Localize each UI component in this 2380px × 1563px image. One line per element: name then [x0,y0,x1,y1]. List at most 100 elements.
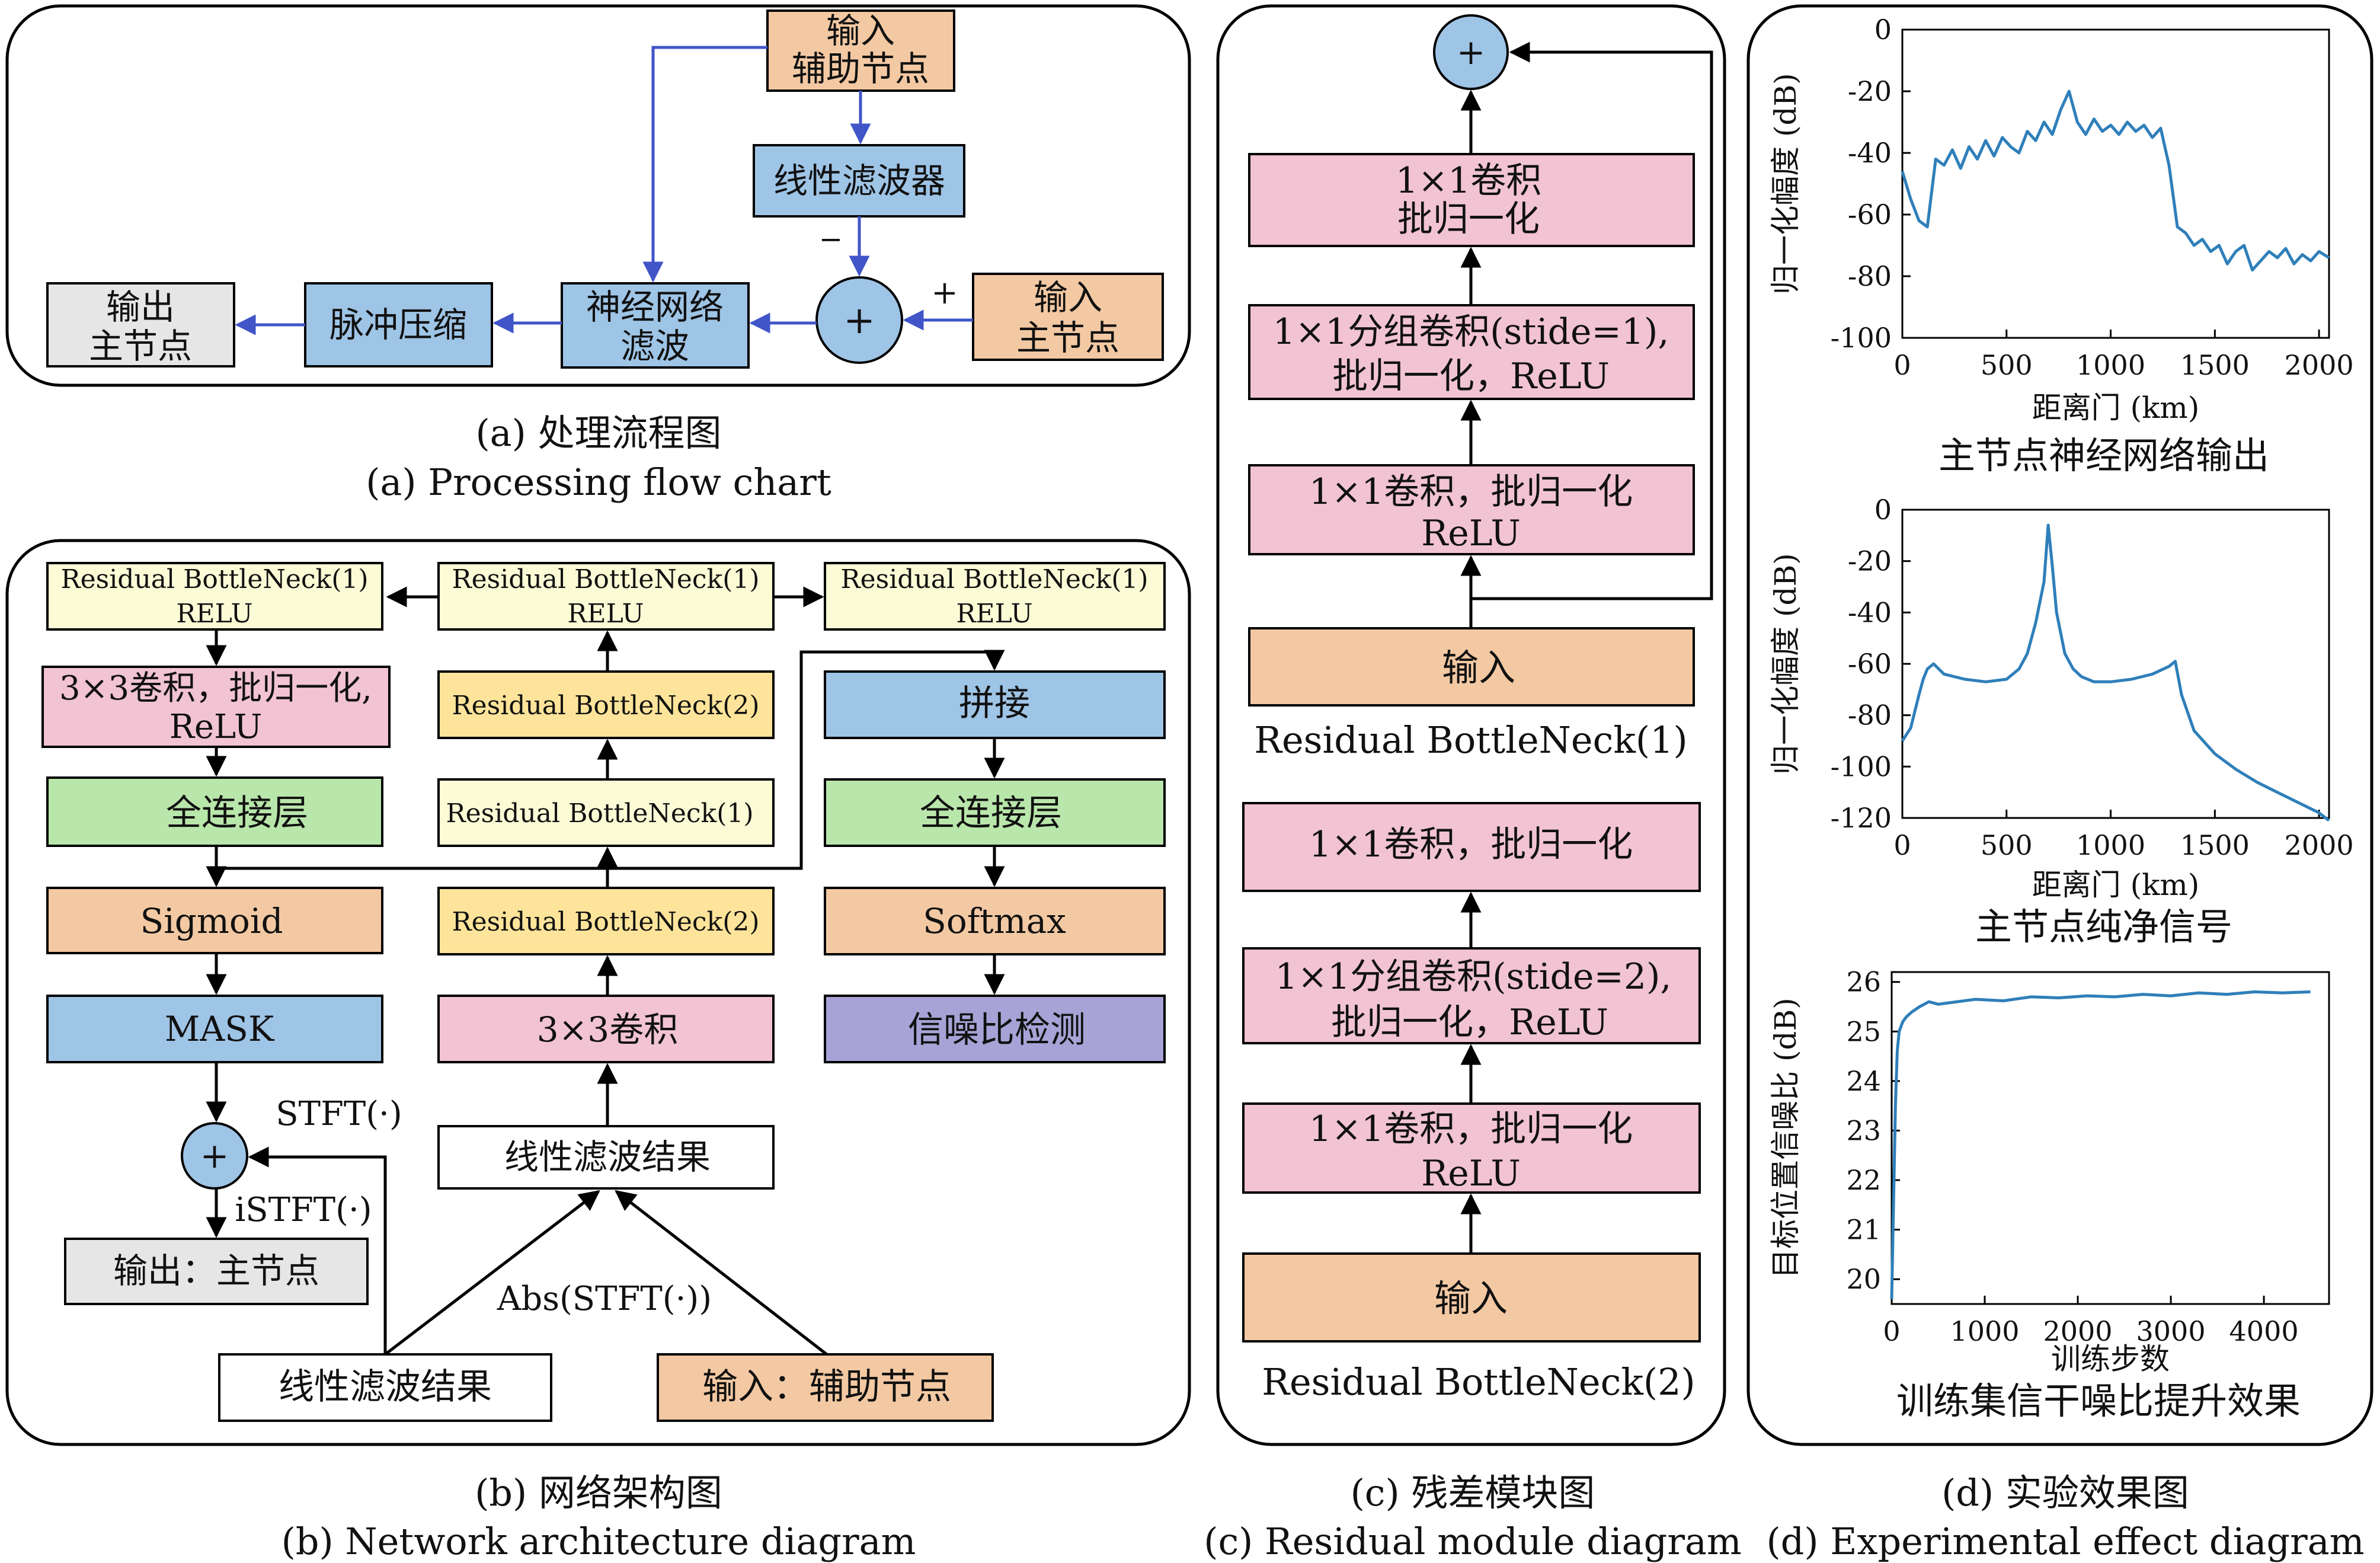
chart-1-xtick-label: 0 [1893,829,1911,861]
input-aux-node-label-2: 辅助节点 [792,49,929,89]
b-col3-softmax-box [824,887,1166,955]
chart-1-ytick-label: -80 [1848,699,1892,731]
b-bottom-input-aux-label: 输入：辅助节点 [702,1366,951,1408]
chart-2-series-line [1890,990,2311,1299]
chart-2-ytick-label: 22 [1846,1164,1881,1196]
c-rb1-conv-bn-label-2: 批归一化 [1397,199,1540,240]
chart-1-xtick-label: 500 [1981,829,2033,861]
panel-a-frame [5,4,1191,387]
chart-2-ytick-label: 23 [1846,1114,1881,1146]
b-col1-rb1-relu-label-1: Residual BottleNeck(1) [60,564,368,594]
c-rb2-input-label: 输入 [1434,1277,1508,1320]
chart-2-xtick-label: 0 [1883,1315,1900,1347]
chart-0-xtick-label: 1500 [2180,349,2250,381]
chart-0-ytick-label: -60 [1848,199,1892,231]
c-rb2-conv-bn-relu-box [1242,1102,1701,1194]
chart-0-series-line [1901,90,2330,272]
c-rb1-group-conv-label-1: 1×1分组卷积(stide=1), [1273,311,1669,353]
c-rb1-conv-bn-relu-label-2: ReLU [1421,513,1521,554]
c-edge-rb1-skip-connection [1471,41,1713,600]
b-col2-rb1-mid-box [437,778,775,847]
b-col1-rb1-relu-label-2: RELU [176,599,252,629]
chart-0-ytick-label: -20 [1848,75,1892,107]
panel-b: Residual BottleNeck(1) RELU 3×3卷积，批归一化, … [5,539,1191,1563]
chart-0-xtick-label: 1000 [2076,349,2145,381]
b-sum-node-symbol: + [200,1136,229,1176]
panel-a: 输入 辅助节点 线性滤波器 + − + 输入 主节点 神经网络 滤波 脉冲压缩 … [5,4,1191,504]
b-col3-rb1-relu-box [824,562,1166,631]
b-edge-split-to-col3-concat [607,650,1005,870]
b-col1-mask-label: MASK [165,1009,275,1049]
b-col3-concat-label: 拼接 [959,683,1030,724]
b-col1-sigmoid-label: Sigmoid [140,901,283,941]
b-col1-fc-label: 全连接层 [166,792,308,834]
chart-2-ytick-label: 25 [1846,1015,1881,1047]
c-rb2-group-conv-label-1: 1×1分组卷积(stide=2), [1275,956,1672,998]
chart-2-ytick-label: 24 [1846,1065,1881,1097]
pulse-compress-label: 脉冲压缩 [330,305,467,345]
edge-aux-to-nn-filter [642,46,767,283]
chart-0-xtick-label: 0 [1893,349,1911,381]
b-abs-stft-label: Abs(STFT(·)) [497,1280,712,1318]
chart-1-ylabel: 归一化幅度 (dB) [1768,553,1803,775]
chart-1-xtick-label: 1500 [2180,829,2250,861]
caption-d-en: (d) Experimental effect diagram [1766,1520,2364,1563]
c-rb2-conv-bn-relu-label-2: ReLU [1421,1153,1521,1194]
caption-b-en: (b) Network architecture diagram [281,1520,916,1563]
chart-2-xlabel: 训练步数 [2051,1342,2170,1376]
b-stft-label: STFT(·) [276,1095,402,1133]
c-rb2-conv-bn-label: 1×1卷积，批归一化 [1309,824,1633,865]
chart-2-ytick-label: 26 [1846,966,1881,998]
chart-1-ytick-label: -60 [1848,648,1892,680]
chart-2-ytick-label: 20 [1846,1263,1881,1295]
linear-filter-label: 线性滤波器 [773,161,945,201]
nn-filter-label-2: 滤波 [620,326,689,366]
caption-a-cn: (a) 处理流程图 [475,411,721,455]
chart-0-ylabel: 归一化幅度 (dB) [1768,73,1803,295]
chart-0-ytick-label: 0 [1874,14,1892,46]
caption-a-en: (a) Processing flow chart [366,461,831,504]
chart-1-ytick-label: -40 [1848,596,1892,628]
b-col1-conv3-label-2: ReLU [169,708,263,746]
input-main-node-label-2: 主节点 [1016,318,1119,358]
b-col2-rb1-relu-label-2: RELU [567,599,644,629]
b-col2-rb2-bottom-label: Residual BottleNeck(2) [452,907,759,937]
b-edge-lf-result-to-sum [248,1146,387,1354]
c-rb1-group-conv-box [1248,304,1695,400]
chart-0-title: 主节点神经网络输出 [1938,434,2269,477]
c-sum-node [1433,14,1509,90]
nn-filter-label-1: 神经网络 [586,287,724,327]
panel-b-frame [5,539,1191,1446]
chart-2-title: 训练集信干噪比提升效果 [1896,1379,2301,1423]
b-col3-concat-box [824,670,1166,739]
output-main-node-label-2: 主节点 [89,326,192,366]
b-edge-bottom-aux-to-col2-lf [615,1190,828,1356]
caption-c-cn: (c) 残差模块图 [1351,1471,1595,1514]
chart-1-ytick-label: -20 [1848,545,1892,577]
b-col1-conv3-label-1: 3×3卷积，批归一化, [59,669,372,708]
chart-2-xtick-label: 4000 [2229,1315,2299,1347]
b-col2-conv3x3-box [437,995,775,1063]
b-col2-lf-result-box [437,1125,775,1190]
panel-d-frame [1746,4,2373,1446]
b-col1-conv3-box [41,666,391,748]
b-col1-rb1-relu-box [46,562,383,631]
b-col2-rb2-top-box [437,670,775,739]
c-rb2-input-box [1242,1252,1701,1343]
c-rb1-input-label: 输入 [1442,646,1515,689]
minus-sign: − [819,223,843,256]
chart-1-xtick-label: 2000 [2285,829,2354,861]
c-rb2-group-conv-label-2: 批归一化，ReLU [1331,1002,1608,1043]
b-col2-lf-result-label: 线性滤波结果 [504,1137,711,1177]
c-rb1-conv-bn-label-1: 1×1卷积 [1396,160,1542,202]
chart-1-title: 主节点纯净信号 [1975,905,2232,948]
input-aux-node-label-1: 输入 [826,11,895,51]
c-rb2-conv-bn-box [1242,802,1701,892]
chart-2-xtick-label: 3000 [2136,1315,2206,1347]
panel-c: + 1×1卷积 批归一化 1×1分组卷积(stide=1), 批归一化，ReLU… [1204,4,1742,1563]
b-col1-mask-box [46,995,383,1063]
chart-0-ytick-label: -40 [1848,137,1892,169]
chart-1-frame [1901,509,2330,819]
